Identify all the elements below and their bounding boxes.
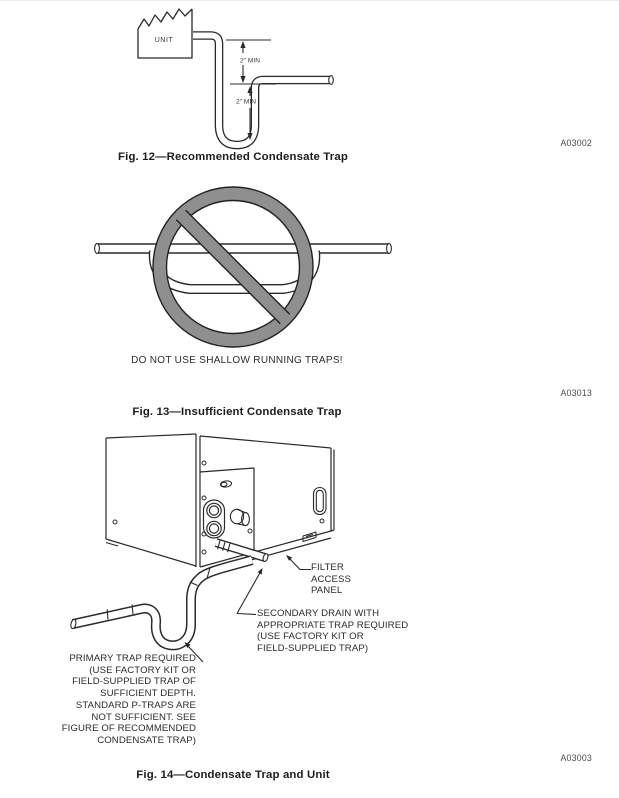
secondary-drain-leader [236, 568, 263, 616]
hex-fitting [229, 508, 250, 527]
cabinet-outline [105, 433, 335, 575]
knockout-oval [219, 480, 233, 488]
fig12-caption: Fig. 12—Recommended Condensate Trap [118, 151, 348, 163]
dimension-top: 2" MIN [240, 41, 260, 83]
trap-pipe [193, 31, 334, 150]
primary-trap-leader [184, 642, 204, 663]
fig12-code: A03002 [560, 138, 592, 148]
fig13-caption: Fig. 13—Insufficient Condensate Trap [132, 406, 342, 418]
drain-ports-fitting [202, 499, 226, 539]
unit-cabinet-diagram [70, 433, 335, 663]
filter-access-panel-label: FILTER ACCESS PANEL [311, 562, 352, 597]
cabinet-screws [112, 460, 325, 555]
insufficient-trap-diagram [94, 186, 392, 348]
fig14-caption: Fig. 14—Condensate Trap and Unit [136, 769, 330, 781]
dimension-bottom-label: 2" MIN [236, 99, 256, 106]
unit-label: UNIT [155, 35, 174, 44]
unit-box: UNIT [137, 8, 193, 59]
recommended-trap-diagram: UNIT 2" MIN 2" MIN [137, 8, 334, 150]
fig14-code: A03003 [560, 753, 592, 763]
filter-panel-leader [286, 555, 311, 571]
prohibition-icon [152, 186, 314, 348]
fig13-code: A03013 [560, 388, 592, 398]
secondary-drain-label: SECONDARY DRAIN WITH APPROPRIATE TRAP RE… [257, 608, 409, 655]
secondary-drain-pipe [214, 538, 269, 563]
dimension-top-label: 2" MIN [240, 58, 260, 65]
primary-trap-label: PRIMARY TRAP REQUIRED (USE FACTORY KIT O… [61, 653, 196, 746]
pipe-open-end [328, 75, 334, 85]
panel-handle [312, 486, 327, 516]
dimension-bottom: 2" MIN [236, 86, 256, 140]
fig13-warning-text: DO NOT USE SHALLOW RUNNING TRAPS! [131, 355, 343, 366]
primary-trap-pipe [70, 555, 254, 651]
